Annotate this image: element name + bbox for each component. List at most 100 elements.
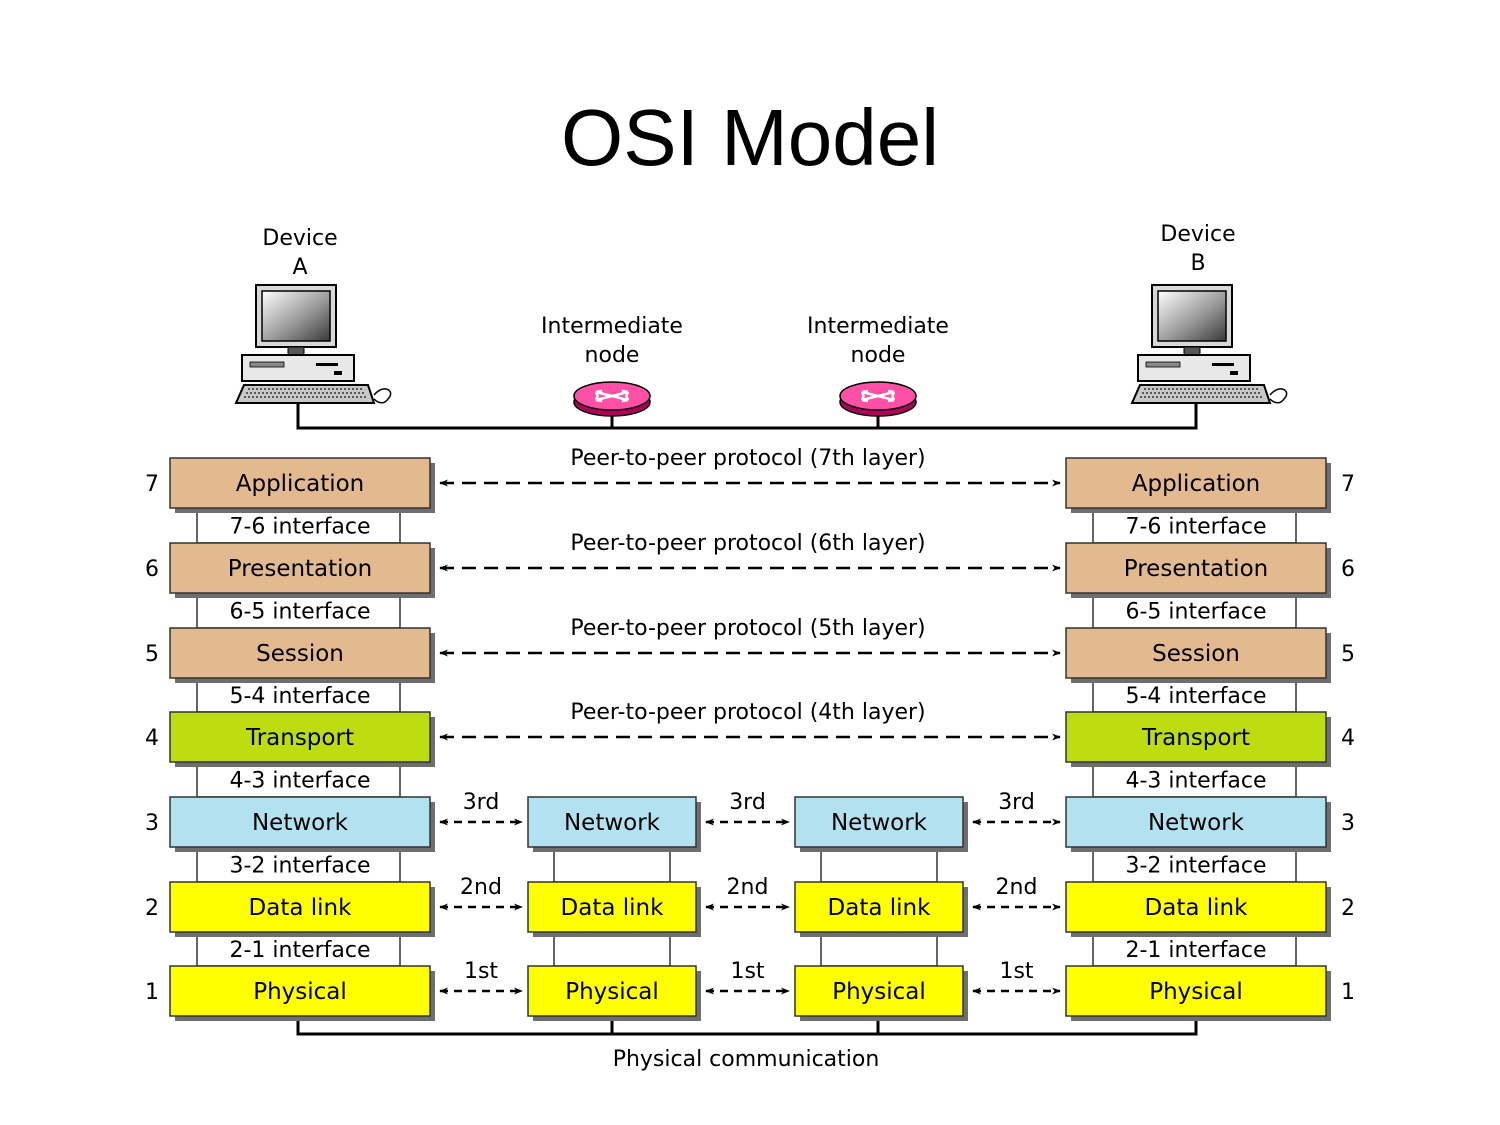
- interface-box: [196, 677, 401, 713]
- node1-layer-network: [527, 796, 697, 848]
- layer-physical-a: [169, 965, 431, 1017]
- layer-network-a-label: Network: [252, 810, 349, 836]
- node2-layer-data-link-label: Data link: [828, 895, 932, 921]
- interface-label-b-7: 7-6 interface: [1125, 515, 1266, 540]
- layer-transport-a-label: Transport: [245, 725, 354, 751]
- interface-label-a-4: 4-3 interface: [229, 769, 370, 794]
- interface-label-a-7: 7-6 interface: [229, 515, 370, 540]
- hop-label-network: 3rd: [729, 790, 766, 815]
- device-a-label-line1: Device: [262, 226, 337, 251]
- layer-presentation-b-label: Presentation: [1124, 556, 1268, 582]
- device-b-label-line1: Device: [1160, 222, 1235, 247]
- node2-layer-physical-label: Physical: [832, 979, 926, 1005]
- layer-number-a: 4: [145, 726, 159, 751]
- layer-application-b: [1065, 457, 1327, 509]
- interface-box: [1092, 592, 1297, 629]
- layer-presentation-a: [169, 542, 431, 594]
- physical-communication-label: Physical communication: [613, 1047, 880, 1072]
- peer-protocol-label-6: Peer-to-peer protocol (6th layer): [570, 531, 925, 556]
- interface-box: [1092, 677, 1297, 713]
- node1-layer-data-link: [527, 881, 697, 933]
- computer-b-icon: [1130, 284, 1288, 404]
- layer-physical-b-label: Physical: [1149, 979, 1243, 1005]
- interface-box: [196, 846, 401, 883]
- layer-transport-a: [169, 711, 431, 763]
- intermediate-node-2-label-line1: Intermediate: [807, 314, 949, 339]
- interface-label-b-6: 6-5 interface: [1125, 600, 1266, 625]
- network-link-line: [296, 403, 1198, 430]
- node1-layer-network-label: Network: [564, 810, 661, 836]
- interface-label-b-5: 5-4 interface: [1125, 684, 1266, 709]
- device-b-label-line2: B: [1190, 251, 1205, 276]
- hop-label-physical: 1st: [464, 959, 498, 984]
- hop-label-physical: 1st: [730, 959, 764, 984]
- peer-protocol-label-5: Peer-to-peer protocol (5th layer): [570, 616, 925, 641]
- device-a-label-line2: A: [292, 255, 307, 280]
- layer-number-b: 4: [1341, 726, 1355, 751]
- layer-number-b: 2: [1341, 896, 1355, 921]
- intermediate-node-1-label-line2: node: [585, 343, 640, 368]
- layer-network-b-label: Network: [1148, 810, 1245, 836]
- layer-number-a: 3: [145, 811, 159, 836]
- interface-box: [1092, 846, 1297, 883]
- node-connector: [820, 931, 938, 967]
- layer-physical-a-label: Physical: [253, 979, 347, 1005]
- interface-box: [196, 761, 401, 798]
- layer-application-b-label: Application: [1132, 471, 1261, 497]
- slide-title: OSI Model: [561, 93, 939, 182]
- layer-network-a: [169, 796, 431, 848]
- layer-number-b: 7: [1341, 472, 1355, 497]
- interface-label-b-3: 3-2 interface: [1125, 854, 1266, 879]
- interface-label-a-5: 5-4 interface: [229, 684, 370, 709]
- layer-session-b-label: Session: [1152, 641, 1240, 667]
- peer-protocol-label-4: Peer-to-peer protocol (4th layer): [570, 700, 925, 725]
- layer-number-a: 6: [145, 557, 159, 582]
- interface-box: [1092, 761, 1297, 798]
- node2-layer-network-label: Network: [831, 810, 928, 836]
- interface-label-a-3: 3-2 interface: [229, 854, 370, 879]
- layer-number-b: 1: [1341, 980, 1355, 1005]
- node2-layer-network: [794, 796, 964, 848]
- hop-label-network: 3rd: [998, 790, 1035, 815]
- hop-label-datalink: 2nd: [996, 875, 1038, 900]
- layer-number-a: 2: [145, 896, 159, 921]
- hop-label-datalink: 2nd: [460, 875, 502, 900]
- layer-number-a: 1: [145, 980, 159, 1005]
- node1-layer-data-link-label: Data link: [561, 895, 665, 921]
- layer-number-b: 3: [1341, 811, 1355, 836]
- layer-data-link-b: [1065, 881, 1327, 933]
- layer-presentation-a-label: Presentation: [228, 556, 372, 582]
- peer-protocol-label-7: Peer-to-peer protocol (7th layer): [570, 446, 925, 471]
- node2-layer-data-link: [794, 881, 964, 933]
- intermediate-node-2-label-line2: node: [851, 343, 906, 368]
- node1-layer-physical-label: Physical: [565, 979, 659, 1005]
- layer-data-link-a: [169, 881, 431, 933]
- layer-physical-b: [1065, 965, 1327, 1017]
- hop-label-network: 3rd: [463, 790, 500, 815]
- layer-data-link-b-label: Data link: [1145, 895, 1249, 921]
- layer-presentation-b: [1065, 542, 1327, 594]
- layer-number-b: 6: [1341, 557, 1355, 582]
- interface-label-a-2: 2-1 interface: [229, 938, 370, 963]
- layer-number-a: 7: [145, 472, 159, 497]
- layer-number-b: 5: [1341, 642, 1355, 667]
- hop-label-datalink: 2nd: [727, 875, 769, 900]
- layer-transport-b: [1065, 711, 1327, 763]
- node-connector: [553, 931, 671, 967]
- hop-label-physical: 1st: [999, 959, 1033, 984]
- node-connector: [820, 846, 938, 883]
- layer-transport-b-label: Transport: [1141, 725, 1250, 751]
- layer-application-a: [169, 457, 431, 509]
- router-icon: [573, 381, 651, 417]
- layer-session-b: [1065, 627, 1327, 679]
- layer-session-a: [169, 627, 431, 679]
- node-connector: [553, 846, 671, 883]
- layer-session-a-label: Session: [256, 641, 344, 667]
- interface-box: [1092, 931, 1297, 967]
- router-icon: [839, 381, 917, 417]
- interface-label-b-4: 4-3 interface: [1125, 769, 1266, 794]
- interface-label-b-2: 2-1 interface: [1125, 938, 1266, 963]
- layer-number-a: 5: [145, 642, 159, 667]
- layer-data-link-a-label: Data link: [249, 895, 353, 921]
